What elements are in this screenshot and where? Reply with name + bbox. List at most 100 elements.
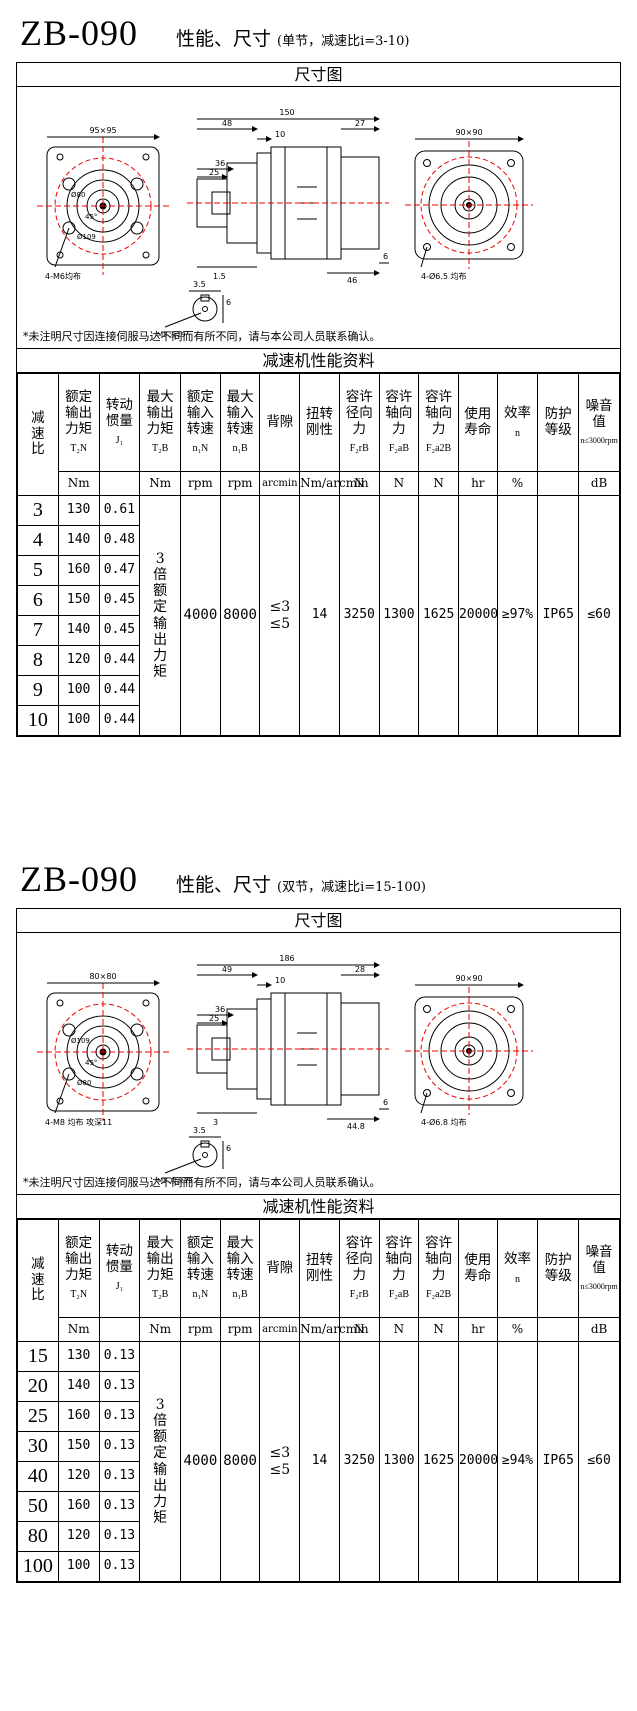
unit-life: hr — [457, 1317, 498, 1342]
dim-length-a: 49 — [222, 965, 232, 974]
unit-max-torque: Nm — [139, 471, 182, 496]
header-symbol: J₁ — [115, 1281, 124, 1293]
dim-angle: 45° — [85, 213, 97, 221]
ratio-cell: 40 — [17, 1461, 59, 1492]
dim-key-3-5: 3.5 — [193, 1126, 206, 1135]
ratio-cell: 9 — [17, 675, 59, 706]
side-view — [187, 962, 389, 1122]
ratio-cell: 6 — [17, 585, 59, 616]
spec-sheet: 尺寸图 — [16, 908, 621, 1583]
backlash-cell: ≤3≤5 — [259, 495, 301, 736]
axial-cell: 1300 — [378, 495, 420, 736]
section-heading: ZB-090 性能、尺寸 (单节，减速比i=3-10) — [16, 12, 621, 62]
rear-view — [405, 982, 533, 1115]
header-label: 扭转刚性 — [306, 405, 334, 438]
header-label: 转动惯量 — [105, 397, 133, 429]
ratio-cell: 10 — [17, 705, 59, 736]
ratio-cell: 7 — [17, 615, 59, 646]
eff-cell: ≥94% — [496, 1341, 539, 1582]
header-backlash: 背隙 — [259, 373, 301, 472]
rigidity-cell: 14 — [299, 495, 340, 736]
rated-torque-cell: 120 — [57, 1461, 100, 1492]
header-ratio: 减速比 — [17, 1219, 59, 1342]
header-symbol: F₂aB — [388, 443, 409, 455]
dim-square: 90×90 — [455, 974, 482, 983]
dim-key-3-5: 3.5 — [193, 280, 206, 289]
noise-cell: ≤60 — [578, 1341, 620, 1582]
inertia-cell: 0.13 — [98, 1431, 141, 1462]
inertia-cell: 0.13 — [98, 1401, 141, 1432]
header-life: 使用寿命 — [457, 1219, 498, 1318]
rated-torque-cell: 160 — [57, 1491, 100, 1522]
header-label: 使用寿命 — [464, 1251, 492, 1284]
drawing-note: *未注明尺寸因连接伺服马达不同而有所不同，请与本公司人员联系确认。 — [23, 1176, 381, 1189]
drawing-title: 尺寸图 — [17, 909, 620, 933]
dim-r2: Ø109 — [77, 233, 96, 241]
header-label: 额定输入转速 — [186, 1235, 214, 1283]
side-view — [187, 116, 389, 276]
section-heading: ZB-090 性能、尺寸 (双节，减速比i=15-100) — [16, 858, 621, 908]
ratio-cell: 100 — [17, 1551, 59, 1582]
header-symbol: n₁N — [192, 443, 209, 455]
unit-radial: N — [338, 471, 380, 496]
dim-r1: Ø109 — [71, 1037, 90, 1045]
table-title: 减速机性能资料 — [17, 349, 620, 373]
eff-cell: ≥97% — [496, 495, 539, 736]
header-label: 效率 — [503, 1250, 531, 1267]
ratio-cell: 8 — [17, 645, 59, 676]
dim-length-c: 28 — [355, 965, 365, 974]
inertia-cell: 0.13 — [98, 1461, 141, 1492]
dim-hole: 4-Ø6.5 均布 — [421, 271, 467, 281]
life-cell: 20000 — [457, 495, 498, 736]
unit-rigidity: Nm/arcmin — [299, 471, 369, 496]
dim-25: 25 — [209, 1014, 219, 1023]
table-title: 减速机性能资料 — [17, 1195, 620, 1219]
dim-6: 6 — [383, 252, 388, 261]
header-label: 额定输出力矩 — [65, 1235, 93, 1283]
header-symbol: F₂a2B — [426, 1289, 452, 1301]
radial-cell: 3250 — [338, 495, 380, 736]
header-label: 背隙 — [266, 1259, 294, 1276]
dimension-drawing: 80×80 4-M8 均布 攻深11 Ø109 Ø80 45° — [17, 933, 620, 1195]
rated-torque-cell: 130 — [57, 495, 100, 526]
dim-36: 36 — [215, 159, 225, 168]
inertia-cell: 0.47 — [98, 555, 141, 586]
unit-backlash: arcmin — [259, 471, 301, 496]
header-symbol: F₂aB — [388, 1289, 409, 1301]
front-view — [37, 980, 169, 1121]
dim-1-5: 3 — [213, 1118, 218, 1127]
header-label: 噪音值 — [585, 1244, 613, 1276]
dim-hole: 4-Ø6.8 均布 — [421, 1117, 467, 1127]
inertia-cell: 0.13 — [98, 1341, 141, 1372]
ratio-cell: 15 — [17, 1341, 59, 1372]
rated-torque-cell: 140 — [57, 525, 100, 556]
rated-torque-cell: 100 — [57, 705, 100, 736]
dim-square: 90×90 — [455, 128, 482, 137]
dimension-drawing: 95×95 4-M6均布 Ø80 Ø109 45° — [17, 87, 620, 349]
rated-torque-cell: 160 — [57, 555, 100, 586]
header-symbol: n₁N — [192, 1289, 209, 1301]
unit-axial: N — [378, 471, 420, 496]
header-symbol: n₁B — [232, 443, 248, 455]
ratio-cell: 4 — [17, 525, 59, 556]
axial-cell: 1300 — [378, 1341, 420, 1582]
rated-speed-cell: 4000 — [180, 495, 221, 736]
dim-r2: Ø80 — [77, 1079, 91, 1087]
header-label: 容许径向力 — [345, 389, 373, 437]
